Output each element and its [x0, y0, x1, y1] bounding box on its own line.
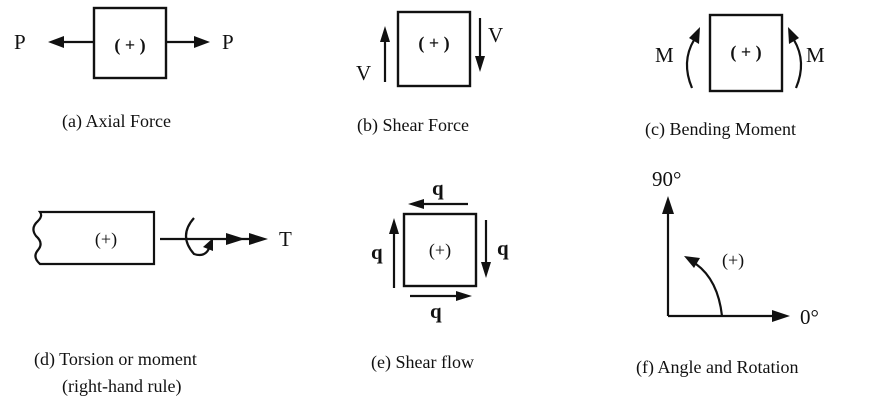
shear-flow-right-arrowhead: [481, 262, 491, 278]
caption-angle-rotation: (f) Angle and Rotation: [636, 357, 798, 378]
shear-sign: ( + ): [418, 33, 449, 54]
axial-right-symbol: P: [222, 30, 234, 54]
shear-flow-top-arrowhead: [408, 199, 424, 209]
caption-torsion-line2: (right-hand rule): [62, 376, 181, 397]
angle-rotation-arc: [695, 263, 724, 317]
shear-flow-bottom-arrowhead: [456, 291, 472, 301]
torsion-symbol: T: [279, 227, 292, 251]
panel-bending-moment: ( + ) M M (c) Bending Moment: [645, 13, 825, 140]
angle-vertical-label: 90°: [652, 167, 681, 191]
caption-shear-force: (b) Shear Force: [357, 115, 469, 136]
shear-left-arrowhead-up: [380, 26, 390, 42]
bending-left-symbol: M: [655, 43, 674, 67]
torsion-shaft-outline: [32, 210, 156, 266]
angle-sign: (+): [722, 250, 744, 271]
panel-shear-force: ( + ) V V (b) Shear Force: [356, 10, 503, 136]
bending-right-symbol: M: [806, 43, 825, 67]
panel-shear-flow: (+) q q q q (e) Shear flow: [371, 176, 509, 373]
shear-left-symbol: V: [356, 61, 371, 85]
panel-angle-rotation: 90° 0° (+) (f) Angle and Rotation: [636, 167, 819, 378]
bending-element-box: [708, 13, 784, 93]
axial-right-arrowhead: [194, 36, 210, 48]
angle-horizontal-label: 0°: [800, 305, 819, 329]
shear-flow-right-symbol: q: [497, 236, 509, 260]
bending-sign: ( + ): [730, 42, 761, 63]
bending-right-arrowhead: [788, 27, 799, 44]
shear-flow-element-box: [402, 212, 478, 288]
shear-right-arrowhead-down: [475, 56, 485, 72]
shear-flow-bottom-symbol: q: [430, 299, 442, 323]
angle-rotation-arrowhead: [684, 256, 700, 268]
shear-flow-top-symbol: q: [432, 176, 444, 200]
shear-flow-left-arrowhead: [389, 218, 399, 234]
torsion-rotation-arrowhead: [203, 238, 213, 251]
bending-right-moment-arc: [793, 39, 803, 89]
caption-bending-moment: (c) Bending Moment: [645, 119, 796, 140]
caption-axial-force: (a) Axial Force: [62, 111, 171, 132]
angle-horizontal-arrowhead: [772, 310, 790, 322]
torsion-vector-arrowhead-2: [249, 233, 268, 245]
panel-axial-force: ( + ) P P (a) Axial Force: [14, 6, 234, 132]
torsion-sign: (+): [95, 229, 117, 250]
axial-sign: ( + ): [114, 35, 145, 56]
shear-flow-sign: (+): [429, 240, 451, 261]
torsion-rotation-arc: [184, 217, 212, 257]
axial-left-arrowhead: [48, 36, 64, 48]
panel-torsion: (+) T (d) Torsion or moment (right-hand …: [32, 210, 292, 397]
caption-shear-flow: (e) Shear flow: [371, 352, 474, 373]
angle-vertical-arrowhead: [662, 196, 674, 214]
caption-torsion-line1: (d) Torsion or moment: [34, 349, 197, 370]
axial-left-symbol: P: [14, 30, 26, 54]
bending-left-moment-arc: [685, 39, 695, 89]
shear-flow-left-symbol: q: [371, 240, 383, 264]
bending-left-arrowhead: [689, 27, 700, 44]
torsion-vector-arrowhead-1: [226, 233, 245, 245]
shear-right-symbol: V: [488, 23, 503, 47]
shear-element-box: [396, 10, 472, 88]
